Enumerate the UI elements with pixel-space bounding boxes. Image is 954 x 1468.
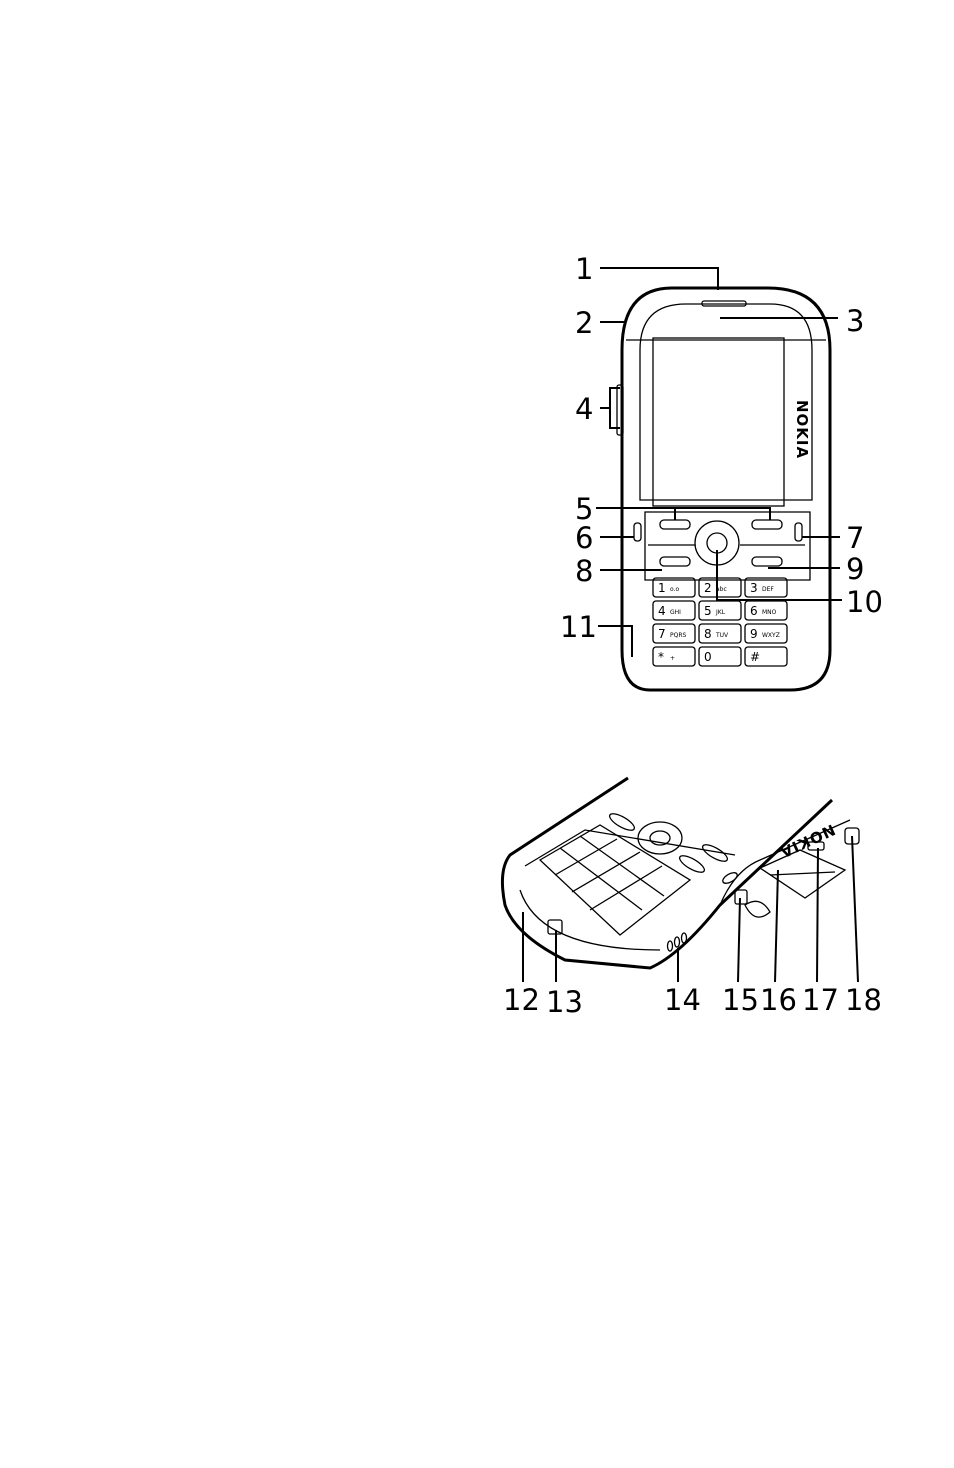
keypad-key-number: 2 <box>704 581 712 595</box>
callout-11: 11 <box>560 610 597 644</box>
keypad-key-number: 7 <box>658 627 666 641</box>
keypad-key-number: 9 <box>750 627 758 641</box>
keypad-key-number: 0 <box>704 650 712 664</box>
keypad-key-number: # <box>750 650 760 664</box>
keypad-key-letters: GHI <box>670 609 681 616</box>
keypad-key-number: 3 <box>750 581 758 595</box>
keypad-key-number: * <box>658 650 664 664</box>
keypad-key-letters: WXYZ <box>762 632 780 639</box>
callout-13: 13 <box>546 985 583 1019</box>
callout-16: 16 <box>760 983 797 1017</box>
callout-14: 14 <box>664 983 701 1017</box>
usb-connector <box>735 890 747 904</box>
keypad-key-number: 8 <box>704 627 712 641</box>
bottom-callouts: 12 13 14 15 16 17 18 <box>503 983 882 1019</box>
keypad-key-letters: + <box>670 655 675 662</box>
keypad-key-number: 5 <box>704 604 712 618</box>
callout-8: 8 <box>575 554 593 588</box>
bottom-body-outline <box>502 778 832 968</box>
keypad-key-letters: o.o <box>670 586 679 593</box>
callout-2: 2 <box>575 306 593 340</box>
callout-18: 18 <box>845 983 882 1017</box>
keypad-key-number: 1 <box>658 581 666 595</box>
callout-4: 4 <box>575 392 593 426</box>
callout-7: 7 <box>846 521 864 555</box>
callout-10: 10 <box>846 585 883 619</box>
keypad-key-number: 4 <box>658 604 666 618</box>
callout-6: 6 <box>575 521 593 555</box>
callout-9: 9 <box>846 552 864 586</box>
keypad-key-letters: JKL <box>715 609 726 616</box>
keypad-key-letters: MNO <box>762 609 777 616</box>
brand-logo-front: NOKIA <box>793 400 811 459</box>
callout-1: 1 <box>575 252 593 286</box>
keypad-key-number: 6 <box>750 604 758 618</box>
callout-15: 15 <box>722 983 759 1017</box>
keypad-key-letters: PQRS <box>670 632 687 639</box>
callout-12: 12 <box>503 983 540 1017</box>
callout-3: 3 <box>846 304 864 338</box>
keypad-key-letters: DEF <box>762 586 774 593</box>
callout-17: 17 <box>802 983 839 1017</box>
keypad-key-letters: TUV <box>715 632 729 639</box>
